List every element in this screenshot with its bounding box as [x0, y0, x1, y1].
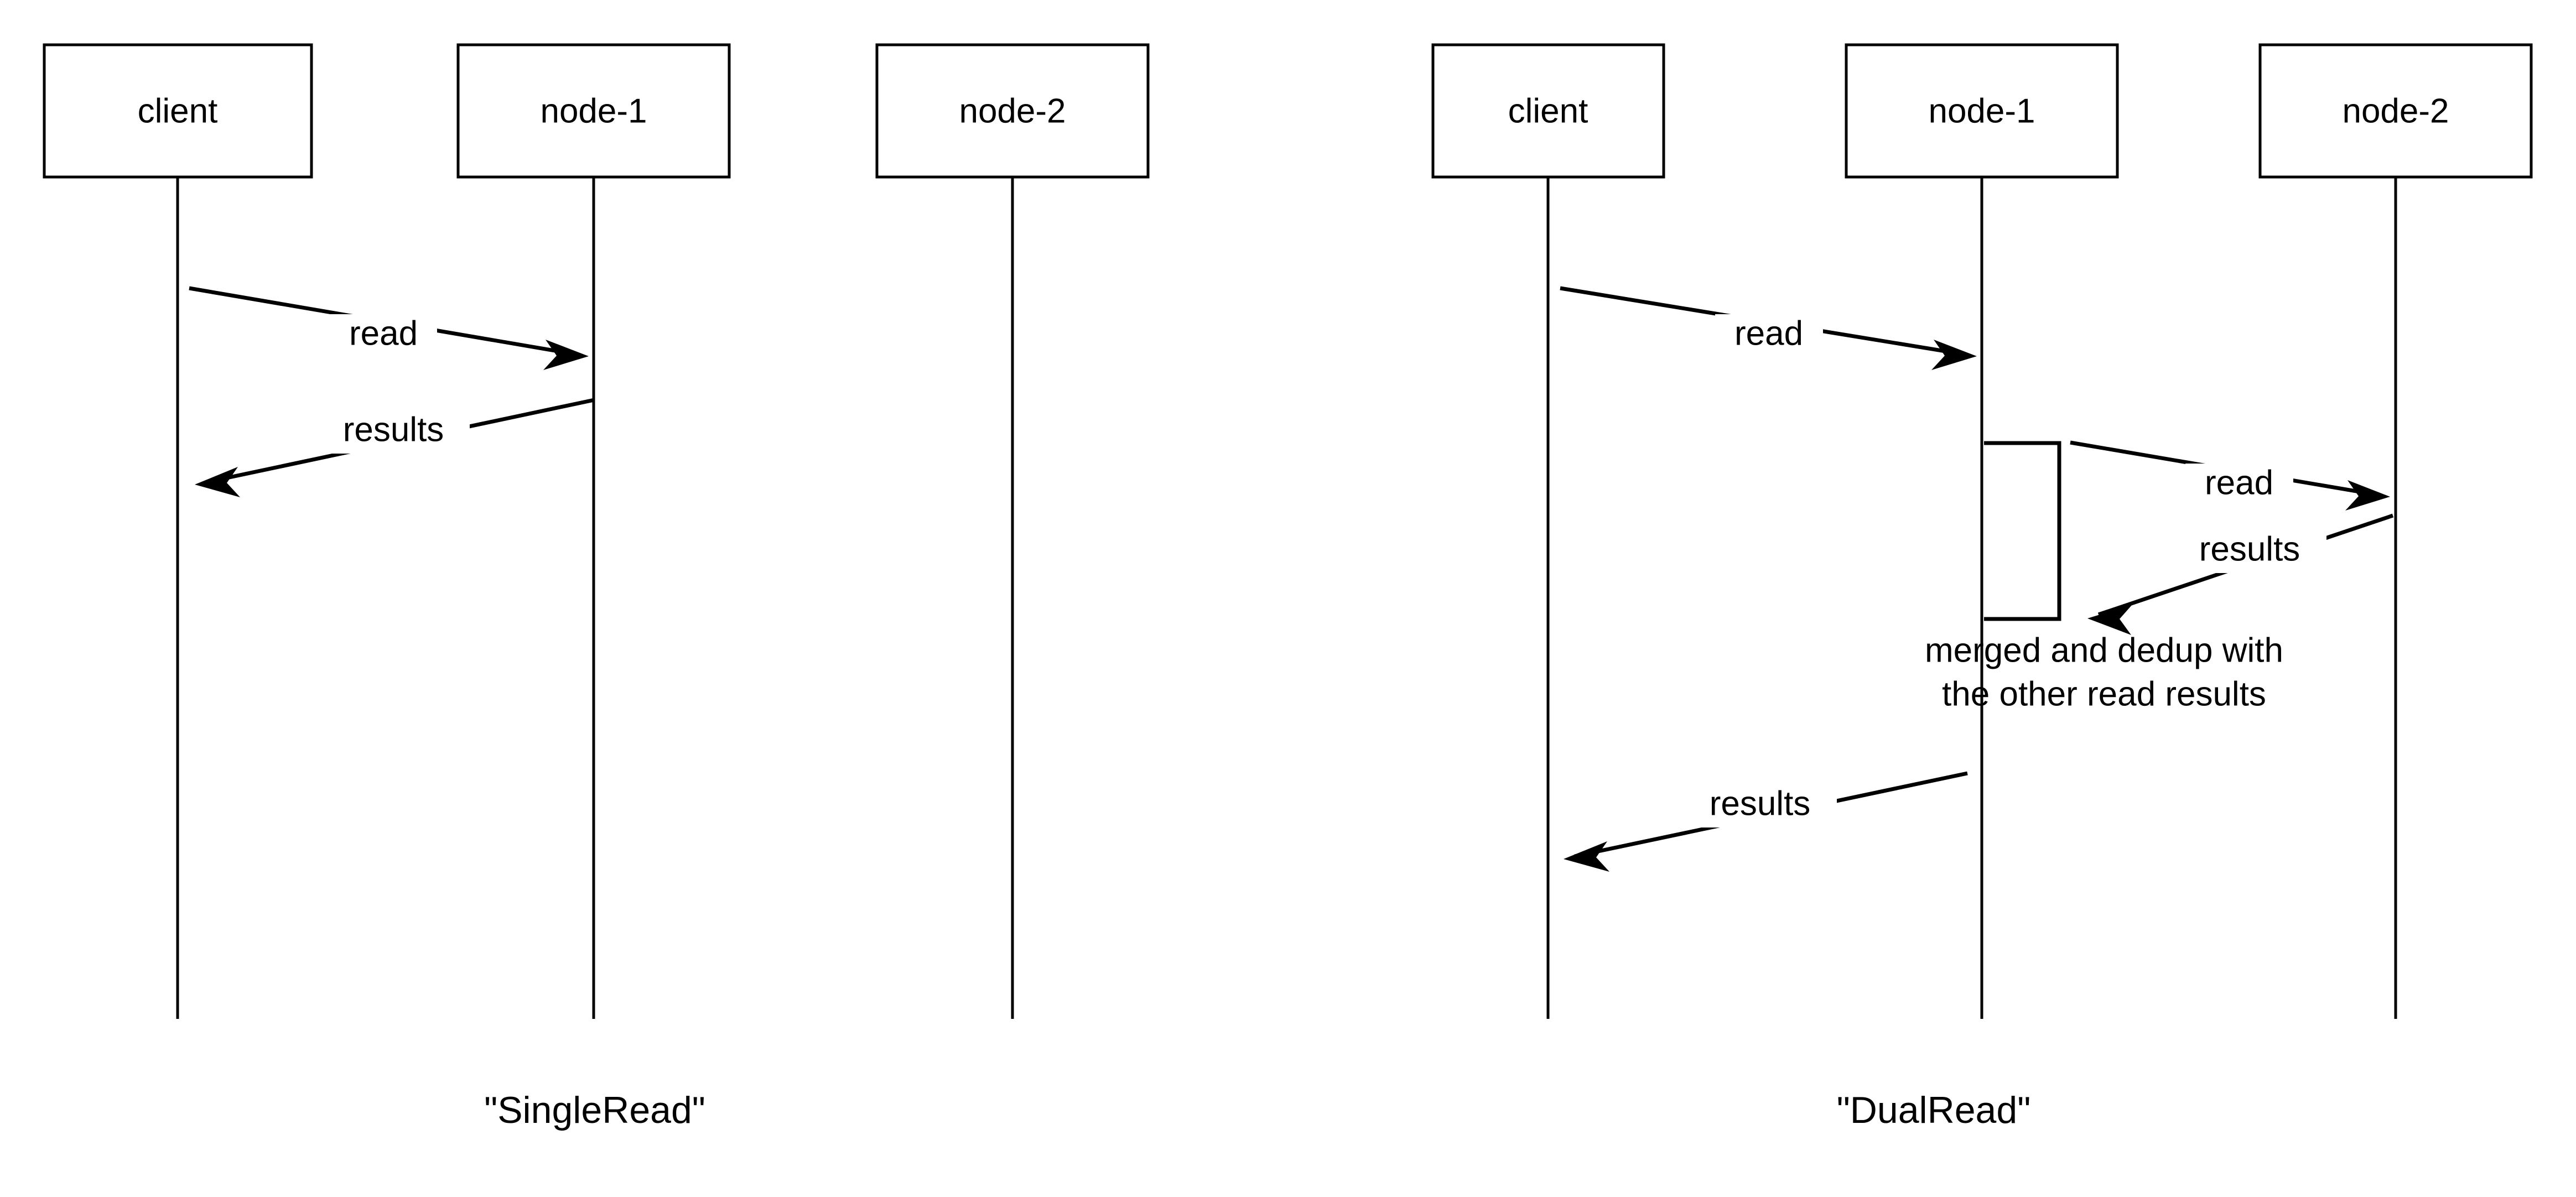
- message-read-node1-to-node2-right[interactable]: read: [2070, 440, 2390, 511]
- message-label-backdrop: [1685, 784, 1837, 828]
- message-label-read-client-node1-right: read: [1734, 314, 1803, 352]
- arrow-head-right-icon: [1931, 340, 1977, 370]
- message-results-node1-to-client-left[interactable]: results: [195, 398, 595, 497]
- participant-label-node1-right: node-1: [1928, 92, 2035, 130]
- note-line-2: the other read results: [1942, 675, 2266, 713]
- participant-box-node2-left[interactable]: [875, 43, 1150, 179]
- participant-label-node2-left: node-2: [959, 92, 1066, 130]
- participant-label-node1-left: node-1: [540, 92, 647, 130]
- message-label-results-node1-client-right: results: [1710, 784, 1811, 823]
- participant-box-node1-left[interactable]: [456, 43, 731, 179]
- participant-label-client-right: client: [1508, 92, 1588, 130]
- message-results-node1-to-client-right[interactable]: results: [1564, 771, 1968, 872]
- diagram-single-read: client node-1 node-2 read: [43, 43, 1150, 1131]
- caption-single-read: "SingleRead": [484, 1089, 705, 1131]
- caption-dual-read: "DualRead": [1837, 1089, 2031, 1131]
- arrow-head-left-icon: [195, 467, 240, 497]
- participant-client-left[interactable]: client: [43, 43, 313, 1019]
- note-merged-dedup: merged and dedup with the other read res…: [1925, 631, 2283, 713]
- diagram-dual-read: client node-1 node-2 read: [1431, 43, 2533, 1131]
- participant-label-client-left: client: [138, 92, 218, 130]
- activation-bracket-node1: [1984, 441, 2061, 621]
- participant-label-node2-right: node-2: [2342, 92, 2449, 130]
- message-label-read-left: read: [349, 314, 418, 352]
- participant-node1-left[interactable]: node-1: [456, 43, 731, 1019]
- participant-node2-right[interactable]: node-2: [2258, 43, 2533, 1019]
- message-read-client-to-node1-right[interactable]: read: [1560, 286, 1977, 370]
- message-read-client-to-node1-left[interactable]: read: [189, 286, 589, 370]
- message-label-read-node1-node2-right: read: [2205, 464, 2273, 502]
- arrow-head-left-icon: [2087, 605, 2132, 635]
- note-line-1: merged and dedup with: [1925, 631, 2283, 669]
- message-label-results-left: results: [343, 410, 444, 449]
- message-label-backdrop: [1715, 314, 1823, 356]
- arrow-head-right-icon: [543, 340, 589, 370]
- arrow-head-left-icon: [1564, 841, 1609, 872]
- message-label-backdrop: [2174, 530, 2326, 573]
- participant-node2-left[interactable]: node-2: [875, 43, 1150, 1019]
- message-label-backdrop: [318, 410, 470, 454]
- message-label-backdrop: [2185, 464, 2293, 506]
- participant-node1-right[interactable]: node-1: [1845, 43, 2119, 1019]
- participant-box-client-left[interactable]: [43, 43, 313, 179]
- message-label-results-node2-node1-right: results: [2199, 530, 2300, 568]
- message-label-backdrop: [329, 314, 437, 356]
- participant-box-client-right[interactable]: [1431, 43, 1665, 179]
- message-results-node2-to-node1-right[interactable]: results: [2087, 513, 2394, 635]
- participant-client-right[interactable]: client: [1431, 43, 1665, 1019]
- arrow-head-right-icon: [2345, 480, 2390, 511]
